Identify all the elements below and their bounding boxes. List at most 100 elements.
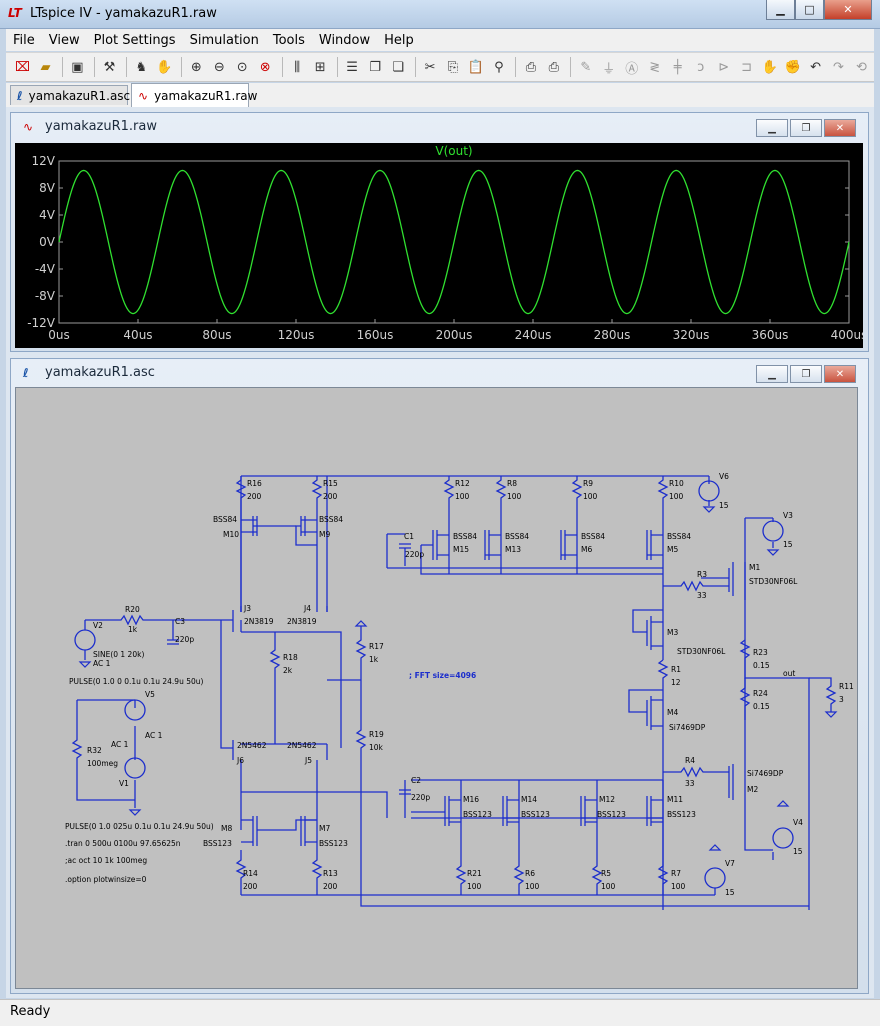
- cancel-zoom-icon[interactable]: ⊗: [259, 59, 271, 75]
- add-trace-icon[interactable]: ⊞: [314, 59, 326, 75]
- zoom-fit-icon[interactable]: ⊙: [236, 59, 248, 75]
- waveform-close-button[interactable]: ✕: [824, 119, 856, 137]
- svg-text:R13: R13: [323, 869, 338, 878]
- svg-text:M4: M4: [667, 708, 678, 717]
- svg-text:BSS84: BSS84: [581, 532, 605, 541]
- svg-text:V2: V2: [93, 621, 103, 630]
- x-tick-label: 80us: [202, 328, 231, 342]
- redo-icon[interactable]: ↷: [833, 59, 844, 75]
- menu-window[interactable]: Window: [318, 32, 371, 48]
- new-schematic-icon[interactable]: ⌧: [14, 59, 30, 75]
- svg-text:V7: V7: [725, 859, 735, 868]
- tab-schematic[interactable]: ℓ yamakazuR1.asc: [10, 85, 131, 105]
- menu-simulation[interactable]: Simulation: [189, 32, 259, 48]
- tile-horizontal-icon[interactable]: ☰: [346, 59, 358, 75]
- save-icon[interactable]: ▣: [71, 59, 84, 75]
- ground-icon[interactable]: ⏚: [602, 61, 616, 77]
- svg-text:200: 200: [243, 882, 258, 891]
- svg-text:M1: M1: [749, 563, 760, 572]
- svg-text:R9: R9: [583, 479, 593, 488]
- svg-text:R21: R21: [467, 869, 482, 878]
- svg-text:M9: M9: [319, 530, 330, 539]
- series-line-vout: [58, 169, 850, 315]
- menu-view[interactable]: View: [48, 32, 80, 48]
- cascade-icon[interactable]: ❏: [392, 59, 404, 75]
- tile-vertical-icon[interactable]: ❐: [369, 59, 381, 75]
- schematic-canvas[interactable]: R16 200 R15 200 R12 100 R8 100 R9 100 R1…: [15, 387, 858, 989]
- status-bar: Ready: [0, 999, 880, 1026]
- run-icon[interactable]: ♞: [135, 59, 148, 75]
- svg-text:BSS84: BSS84: [505, 532, 529, 541]
- waveform-restore-button[interactable]: ❐: [790, 119, 822, 137]
- x-tick-label: 120us: [278, 328, 315, 342]
- zoom-in-icon[interactable]: ⊕: [190, 59, 202, 75]
- rotate-icon[interactable]: ⟲: [856, 59, 867, 75]
- menu-file[interactable]: File: [13, 32, 35, 48]
- control-panel-icon[interactable]: ⚒: [103, 59, 116, 75]
- schematic-close-button[interactable]: ✕: [824, 365, 856, 383]
- maximize-button[interactable]: □: [795, 0, 824, 20]
- inductor-icon[interactable]: ↄ: [697, 59, 705, 75]
- svg-text:200: 200: [323, 492, 338, 501]
- svg-text:15: 15: [783, 540, 793, 549]
- menu-plot-settings[interactable]: Plot Settings: [93, 32, 176, 48]
- autorange-icon[interactable]: ⫼: [294, 59, 301, 75]
- close-button[interactable]: ✕: [824, 0, 872, 20]
- svg-text:R8: R8: [507, 479, 517, 488]
- schematic-minimize-button[interactable]: ▁: [756, 365, 788, 383]
- svg-text:R32: R32: [87, 746, 102, 755]
- y-tick-label: 12V: [32, 154, 56, 168]
- wire-icon[interactable]: ✎: [580, 59, 592, 75]
- svg-text:R1: R1: [671, 665, 681, 674]
- undo-icon[interactable]: ↶: [810, 59, 821, 75]
- svg-text:BSS123: BSS123: [667, 810, 696, 819]
- print-icon[interactable]: ⎙: [548, 59, 560, 75]
- svg-text:R20: R20: [125, 605, 140, 614]
- component-icon[interactable]: ⊐: [741, 59, 753, 75]
- menu-tools[interactable]: Tools: [272, 32, 305, 48]
- schematic-icon: ℓ: [23, 366, 29, 380]
- svg-text:R15: R15: [323, 479, 338, 488]
- tab-label: yamakazuR1.asc: [28, 88, 131, 103]
- svg-text:PULSE(0 1.0 0 0.1u 0.1u 24.9u: PULSE(0 1.0 0 0.1u 0.1u 24.9u 50u): [69, 677, 204, 686]
- diode-icon[interactable]: ⊳: [718, 59, 730, 75]
- print-setup-icon[interactable]: ⎙: [525, 59, 537, 75]
- svg-text:R5: R5: [601, 869, 611, 878]
- minimize-button[interactable]: ▁: [766, 0, 795, 20]
- resistor-icon[interactable]: ≷: [649, 59, 661, 75]
- paste-icon[interactable]: 📋: [467, 59, 485, 75]
- svg-text:M13: M13: [505, 545, 521, 554]
- find-icon[interactable]: ⚲: [494, 59, 504, 75]
- zoom-out-icon[interactable]: ⊖: [213, 59, 225, 75]
- x-tick-label: 360us: [752, 328, 789, 342]
- move-icon[interactable]: ✋: [761, 59, 778, 75]
- svg-text:; FFT size=4096: ; FFT size=4096: [409, 671, 476, 680]
- svg-text:1k: 1k: [128, 625, 138, 634]
- copy-icon[interactable]: ⎘: [447, 59, 459, 75]
- waveform-minimize-button[interactable]: ▁: [756, 119, 788, 137]
- label-icon[interactable]: Ⓐ: [625, 61, 639, 77]
- y-tick-label: 0V: [39, 235, 56, 249]
- svg-text:R23: R23: [753, 648, 768, 657]
- svg-text:BSS84: BSS84: [667, 532, 691, 541]
- svg-text:M15: M15: [453, 545, 469, 554]
- svg-text:M14: M14: [521, 795, 537, 804]
- ground-symbols: [78, 506, 838, 851]
- svg-text:STD30NF06L: STD30NF06L: [749, 577, 798, 586]
- svg-text:100: 100: [455, 492, 470, 501]
- svg-text:C1: C1: [404, 532, 414, 541]
- svg-text:AC 1: AC 1: [111, 740, 129, 749]
- drag-icon[interactable]: ✊: [784, 59, 801, 75]
- x-tick-label: 320us: [673, 328, 710, 342]
- schematic-restore-button[interactable]: ❐: [790, 365, 822, 383]
- open-icon[interactable]: ▰: [40, 59, 51, 75]
- tab-waveform[interactable]: ∿ yamakazuR1.raw: [131, 83, 257, 107]
- capacitor-icon[interactable]: ╪: [673, 59, 682, 75]
- menu-help[interactable]: Help: [384, 32, 414, 48]
- svg-text:100: 100: [467, 882, 482, 891]
- halt-icon[interactable]: ✋: [156, 59, 173, 75]
- cut-icon[interactable]: ✂: [424, 59, 436, 75]
- svg-text:100: 100: [671, 882, 686, 891]
